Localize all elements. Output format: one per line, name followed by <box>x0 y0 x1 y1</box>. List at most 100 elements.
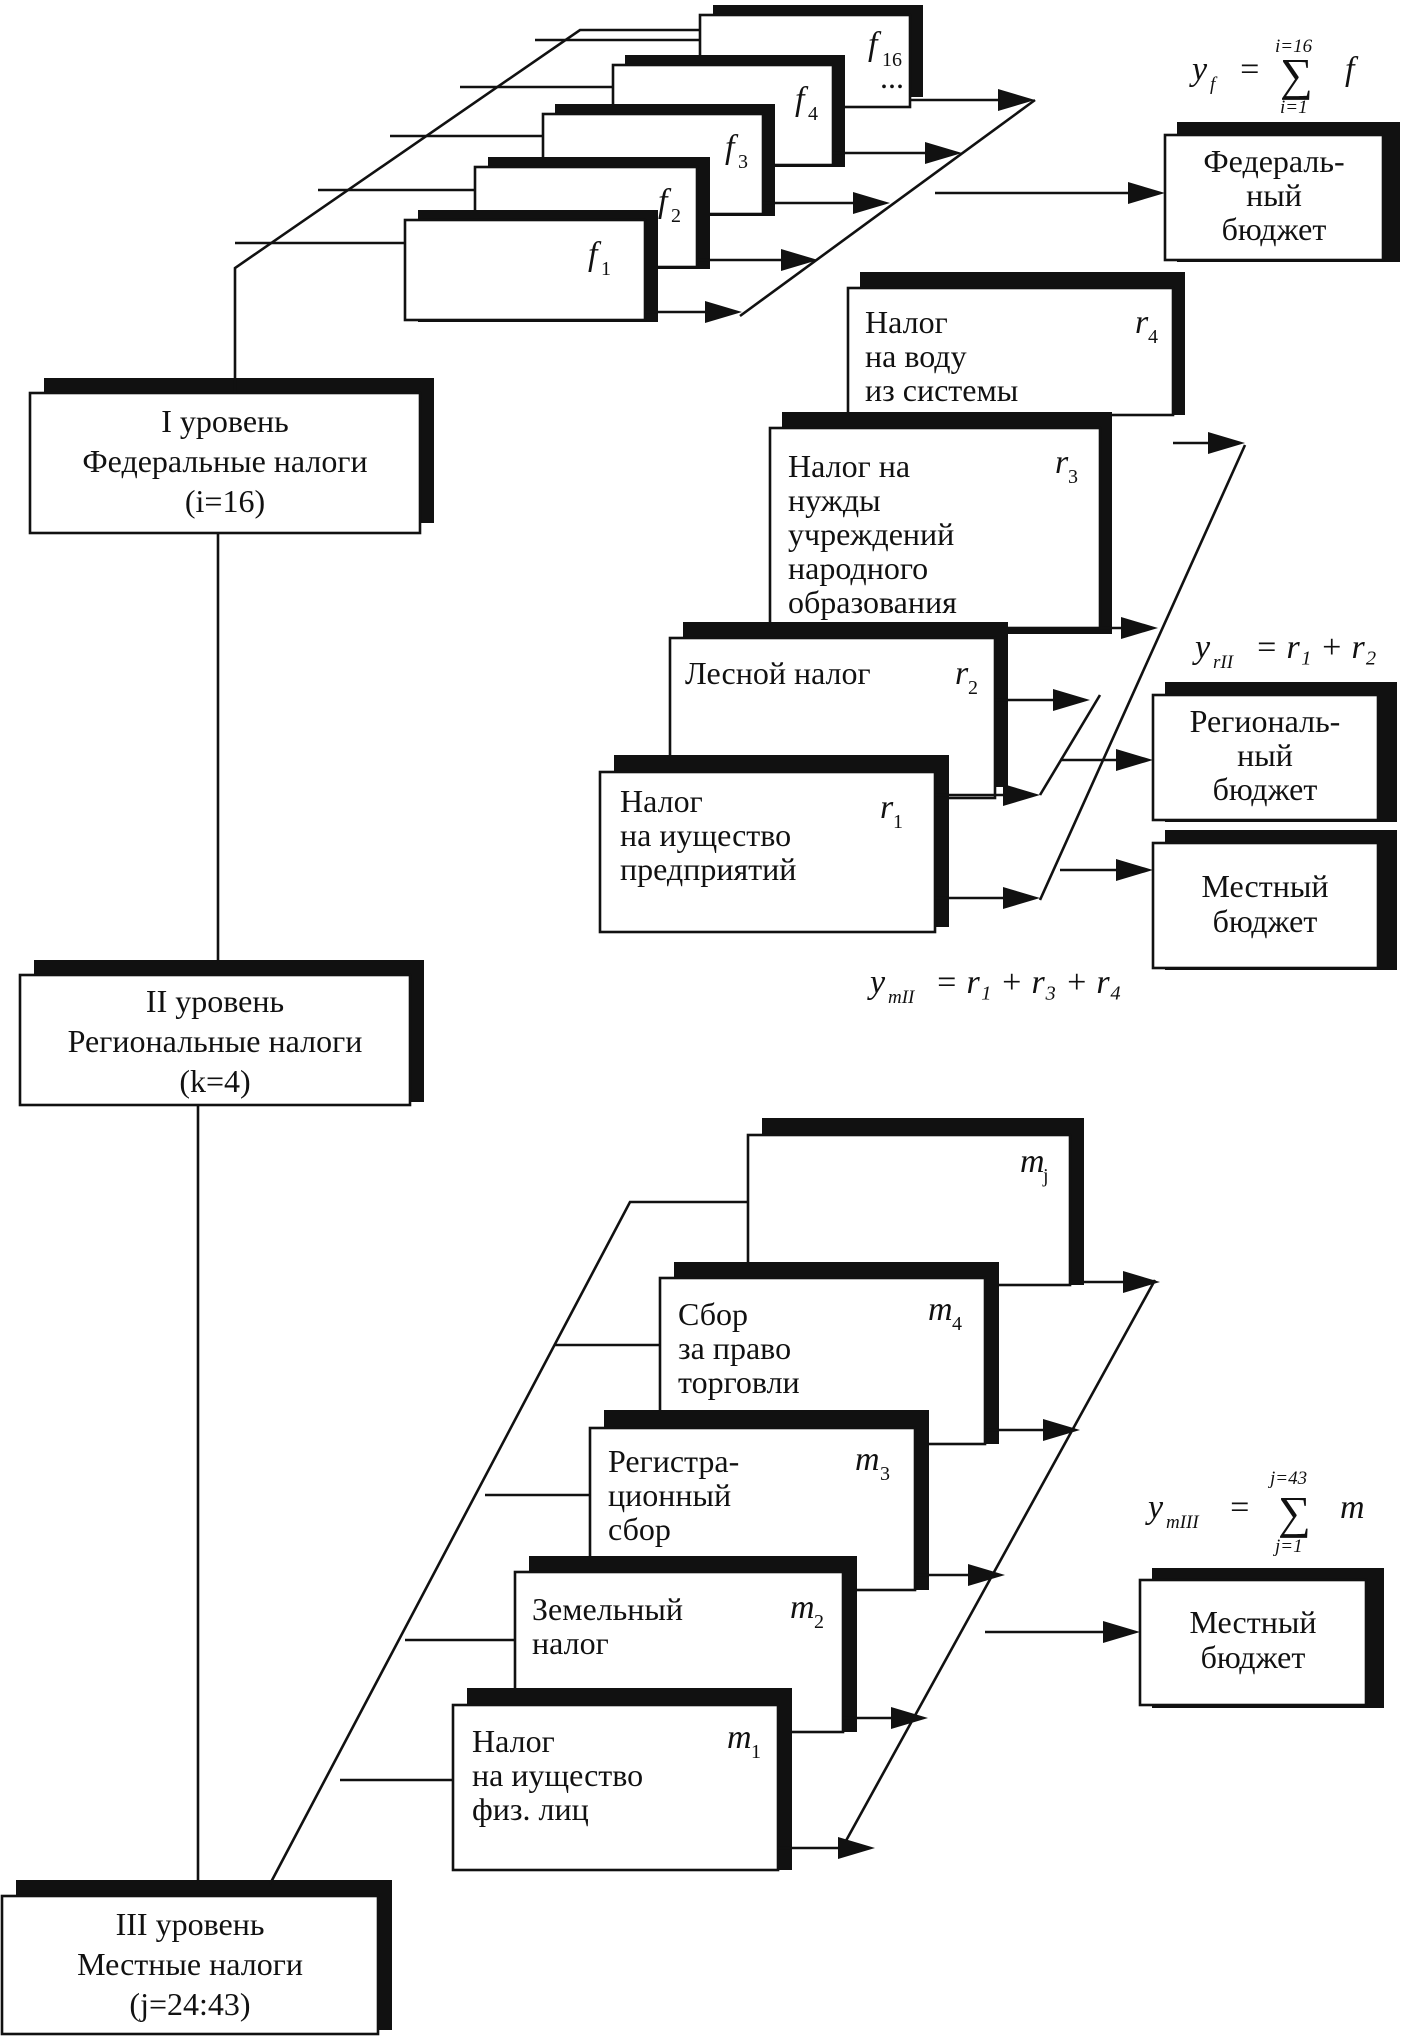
arrow-r4-head <box>1208 432 1245 454</box>
federal-level-box: I уровень Федеральные налоги (i=16) <box>28 378 434 535</box>
svg-text:i=16: i=16 <box>1275 36 1313 57</box>
svg-text:m: m <box>1340 1489 1365 1526</box>
local-level-title: III уровень <box>116 1906 265 1942</box>
svg-text:m: m <box>855 1441 880 1478</box>
arrow-m1-head <box>838 1837 875 1859</box>
svg-text:Регистра-: Регистра- <box>608 1443 739 1479</box>
svg-text:m: m <box>1020 1143 1045 1180</box>
arrow-m2-head <box>891 1707 928 1729</box>
regional-bus-right <box>1038 444 1247 901</box>
svg-text:∑: ∑ <box>1280 49 1313 100</box>
f3-subscript: 3 <box>738 151 748 173</box>
f1-subscript: 1 <box>601 258 611 280</box>
arrow-r3-head <box>1121 617 1158 639</box>
federal-budget-line3: бюджет <box>1222 211 1327 247</box>
arrow-r2-lower-head <box>1003 784 1040 806</box>
federal-budget-line2: ный <box>1246 177 1302 213</box>
svg-text:mII: mII <box>888 987 916 1008</box>
regional-tax-r3: Налог на нужды учреждений народного обра… <box>768 412 1112 634</box>
svg-text:j=1: j=1 <box>1272 1536 1303 1557</box>
svg-text:3: 3 <box>880 1463 890 1485</box>
local-level-name: Местные налоги <box>77 1946 303 1982</box>
arrow-f2-head <box>781 249 818 271</box>
svg-text:нужды: нужды <box>788 482 881 518</box>
svg-text:m: m <box>790 1589 815 1626</box>
svg-text:f: f <box>1345 51 1359 88</box>
svg-text:∑: ∑ <box>1278 1487 1311 1538</box>
regional-budget-box: Региональ- ный бюджет <box>1151 682 1397 822</box>
svg-text:r: r <box>880 789 894 826</box>
local-bus-right <box>840 1279 1157 1849</box>
svg-text:Сбор: Сбор <box>678 1296 748 1332</box>
svg-text:m: m <box>928 1291 953 1328</box>
local-tax-m1: Налог на иущество физ. лиц m 1 <box>451 1688 792 1872</box>
formula-ymII: y mII = r₁ + r₃ + r₄ <box>867 964 1122 1008</box>
local-budget-box: Местный бюджет <box>1138 1568 1384 1708</box>
svg-text:r: r <box>1135 304 1149 341</box>
local-level-box: III уровень Местные налоги (j=24:43) <box>0 1880 392 2036</box>
svg-text:m: m <box>727 1719 752 1756</box>
svg-text:физ. лиц: физ. лиц <box>472 1791 589 1827</box>
svg-text:налог: налог <box>532 1625 609 1661</box>
f2-subscript: 2 <box>671 205 681 227</box>
svg-text:3: 3 <box>1068 466 1078 488</box>
svg-text:1: 1 <box>751 1741 761 1763</box>
arrow-to-local-budget-head <box>1103 1621 1140 1643</box>
local-tax-mj: m j <box>746 1118 1084 1287</box>
svg-text:Налог: Налог <box>620 783 703 819</box>
federal-bus-left <box>233 28 710 393</box>
svg-text:на иущество: на иущество <box>620 817 791 853</box>
regional-level-title: II уровень <box>146 983 284 1019</box>
svg-text:образования: образования <box>788 584 957 620</box>
arrow-to-regional-budget-head <box>1116 749 1153 771</box>
local-bus-left <box>268 1200 750 1885</box>
svg-text:f: f <box>1210 74 1218 95</box>
arrow-f1-head <box>705 301 742 323</box>
regional-budget-line3: бюджет <box>1213 771 1318 807</box>
svg-text:2: 2 <box>814 1611 824 1633</box>
svg-text:j: j <box>1042 1165 1049 1187</box>
svg-text:сбор: сбор <box>608 1511 671 1547</box>
svg-text:y: y <box>1189 51 1208 88</box>
svg-text:r: r <box>955 655 969 692</box>
svg-text:4: 4 <box>1148 326 1158 348</box>
federal-level-title: I уровень <box>161 403 289 439</box>
svg-text:торговли: торговли <box>678 1364 800 1400</box>
arrow-f16-head <box>998 89 1035 111</box>
local-budget-line2: бюджет <box>1201 1639 1306 1675</box>
regional-level-count: (k=4) <box>179 1063 250 1099</box>
svg-text:ционный: ционный <box>608 1477 731 1513</box>
arrow-f4-head <box>925 142 962 164</box>
arrow-to-local-budget-ii-head <box>1116 859 1153 881</box>
svg-text:j=43: j=43 <box>1267 1468 1307 1489</box>
arrow-m3-head <box>968 1564 1005 1586</box>
arrow-m4-head <box>1043 1419 1080 1441</box>
federal-budget-line1: Федераль- <box>1203 143 1344 179</box>
svg-text:=: = <box>1228 1489 1251 1526</box>
regional-bus-inner <box>1038 694 1102 796</box>
formula-yf: y f = i=16 ∑ i=1 f <box>1189 36 1359 118</box>
svg-text:на воду: на воду <box>865 338 967 374</box>
svg-text:i=1: i=1 <box>1280 97 1308 118</box>
svg-text:=: = <box>1238 51 1261 88</box>
svg-text:Налог на: Налог на <box>788 448 910 484</box>
local-budget-box-ii: Местный бюджет <box>1151 830 1397 970</box>
arrow-mj-head <box>1123 1271 1160 1293</box>
federal-tax-f1: f 1 <box>403 210 658 322</box>
regional-tax-r4: Налог на воду из системы r 4 <box>846 272 1185 417</box>
svg-text:r: r <box>1055 444 1069 481</box>
arrow-r1-head <box>1003 887 1040 909</box>
svg-text:Налог: Налог <box>865 304 948 340</box>
regional-budget-line1: Региональ- <box>1190 703 1341 739</box>
svg-text:y: y <box>1145 1489 1164 1526</box>
federal-level-count: (i=16) <box>185 483 265 519</box>
regional-budget-line2: ный <box>1237 737 1293 773</box>
federal-bus-right <box>739 98 1036 318</box>
local-level-count: (j=24:43) <box>129 1986 250 2022</box>
svg-text:Земельный: Земельный <box>532 1591 683 1627</box>
svg-text:из системы: из системы <box>865 372 1018 408</box>
svg-text:Лесной налог: Лесной налог <box>685 655 871 691</box>
svg-text:y: y <box>1192 629 1211 666</box>
